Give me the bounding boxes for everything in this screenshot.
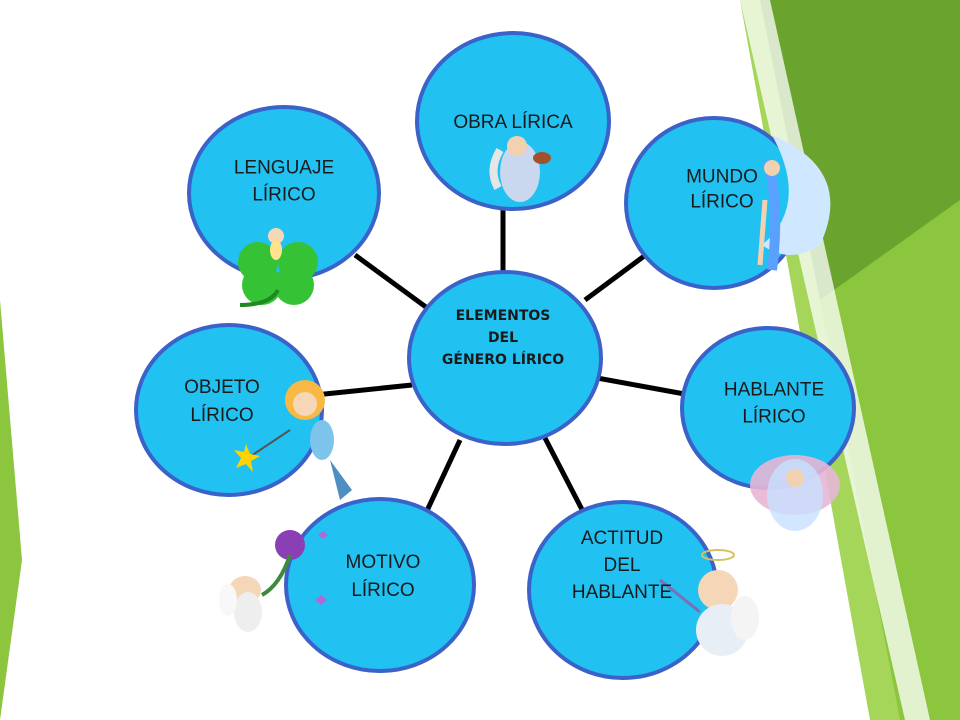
- label-line: DEL: [488, 330, 518, 346]
- node-circles: [134, 31, 856, 680]
- label-line: OBRA LÍRICA: [453, 112, 573, 133]
- label-line: GÉNERO LÍRICO: [442, 351, 564, 368]
- node-label-actitud-del-hablante: ACTITUD DEL HABLANTE: [572, 528, 672, 603]
- label-line: ACTITUD: [581, 528, 663, 549]
- connector-motivo: [422, 438, 463, 517]
- label-line: LÍRICO: [190, 405, 253, 426]
- label-line: LÍRICO: [252, 185, 315, 206]
- left-green-strip: [0, 300, 22, 720]
- node-center[interactable]: [407, 270, 603, 446]
- clover-fairy-icon: [238, 228, 318, 307]
- feather-fairy-icon: [750, 455, 840, 531]
- right-mid-green-panel: [820, 200, 960, 720]
- baby-angel-icon: [659, 549, 759, 656]
- angel-violin-icon: [489, 136, 551, 202]
- wand-fairy-icon: [234, 380, 352, 500]
- node-label-motivo-lirico: MOTIVO LÍRICO: [346, 552, 421, 601]
- node-label-mundo-lirico: MUNDO LÍRICO: [686, 167, 758, 213]
- label-line: HABLANTE: [724, 380, 824, 401]
- moon-fairy-icon: [757, 135, 831, 271]
- label-line: LÍRICO: [742, 407, 805, 428]
- node-label-lenguaje-lirico: LENGUAJE LÍRICO: [234, 158, 334, 206]
- connector-hablante: [596, 375, 691, 398]
- connector-objeto: [314, 382, 413, 398]
- label-line: MOTIVO: [346, 552, 421, 573]
- label-line: LÍRICO: [351, 580, 414, 601]
- node-label-hablante-lirico: HABLANTE LÍRICO: [724, 380, 824, 428]
- connector-lenguaje: [353, 252, 432, 313]
- angel-rose-icon: [219, 530, 328, 632]
- node-obra-lirica[interactable]: [415, 31, 611, 211]
- label-line: OBJETO: [184, 377, 260, 398]
- label-line: ELEMENTOS: [456, 308, 551, 324]
- center-label: ELEMENTOS DEL GÉNERO LÍRICO: [442, 308, 564, 368]
- node-label-obra-lirica: OBRA LÍRICA: [453, 112, 573, 133]
- label-line: LÍRICO: [690, 192, 753, 213]
- label-line: DEL: [604, 555, 641, 576]
- labels: OBRA LÍRICA MUNDO LÍRICO HABLANTE LÍRICO A…: [184, 112, 824, 603]
- label-line: LENGUAJE: [234, 158, 334, 179]
- label-line: MUNDO: [686, 167, 758, 188]
- label-line: HABLANTE: [572, 582, 672, 603]
- illustrations: [219, 135, 840, 656]
- node-motivo-lirico[interactable]: [284, 497, 476, 673]
- node-label-objeto-lirico: OBJETO LÍRICO: [184, 377, 260, 426]
